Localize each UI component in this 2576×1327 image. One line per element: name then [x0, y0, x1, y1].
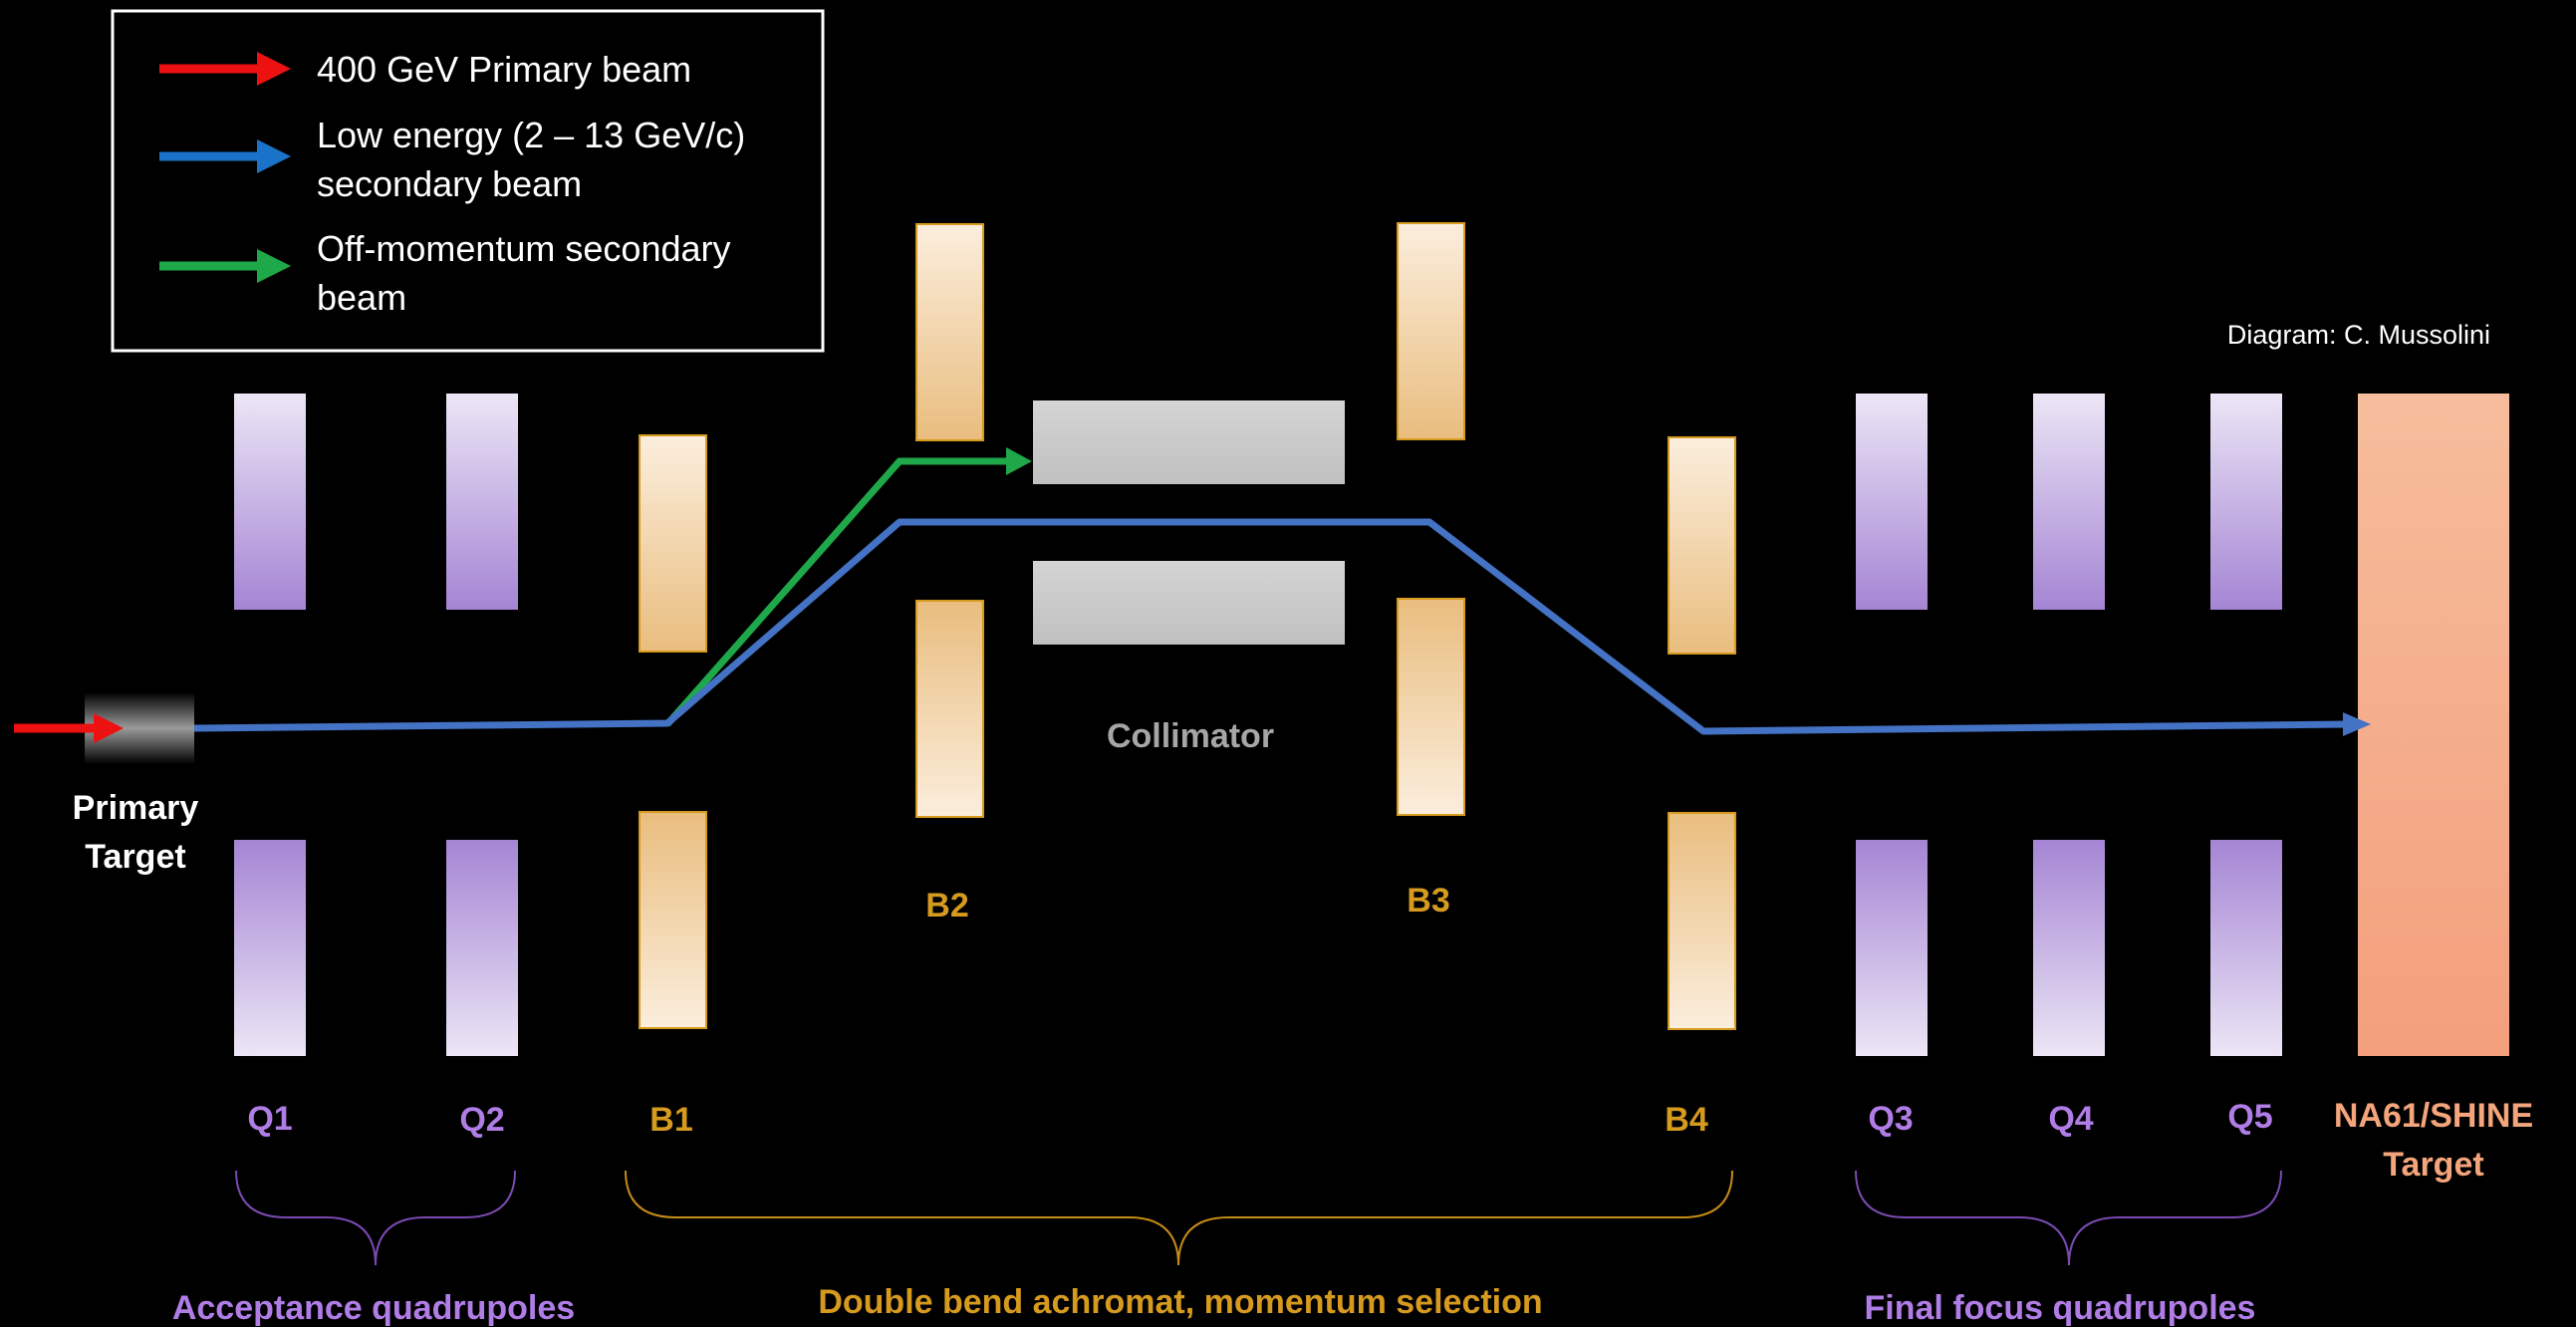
na61-target-label-line2: Target: [2383, 1146, 2483, 1184]
collimator: [1033, 400, 1345, 645]
b1-top-magnet: [639, 434, 707, 653]
b3-label: B3: [1407, 882, 1449, 920]
diagram-credit: Diagram: C. Mussolini: [2227, 320, 2490, 350]
legend-label-secondary-beam-line2: secondary beam: [317, 163, 582, 204]
b4-bottom-magnet: [1668, 812, 1736, 1030]
b2-bottom-magnet: [915, 600, 984, 818]
na61-target-label-line1: NA61/SHINE: [2334, 1097, 2533, 1135]
q1-bottom-magnet: [234, 840, 306, 1056]
q2-label: Q2: [459, 1101, 504, 1139]
legend-label-off-momentum-line2: beam: [317, 277, 406, 318]
primary-target-label-line1: Primary: [73, 789, 199, 827]
legend-item-secondary-beam: Low energy (2 – 13 GeV/c) secondary beam: [159, 115, 745, 204]
q3-label: Q3: [1868, 1100, 1913, 1138]
b1-label: B1: [649, 1101, 692, 1139]
green-arrowhead-icon: [257, 249, 291, 283]
q4-label: Q4: [2048, 1100, 2093, 1138]
primary-target-label-line2: Target: [85, 838, 185, 876]
b1-bottom-magnet: [639, 811, 707, 1029]
off-momentum-beam-path: [664, 457, 1006, 727]
legend-item-off-momentum-beam: Off-momentum secondary beam: [159, 228, 731, 318]
q1-top-magnet: [234, 394, 306, 610]
b4-label: B4: [1665, 1101, 1708, 1139]
b3-top-magnet: [1397, 222, 1465, 440]
b4-top-magnet: [1668, 436, 1736, 655]
q5-top-magnet: [2210, 394, 2282, 610]
q4-top-magnet: [2033, 394, 2105, 610]
b2-top-magnet: [915, 223, 984, 441]
acceptance-quadrupoles-label: Acceptance quadrupoles: [172, 1289, 575, 1327]
q2-bottom-magnet: [446, 840, 518, 1056]
beam-paths: [14, 447, 2371, 743]
double-bend-label: Double bend achromat, momentum selection: [818, 1283, 1542, 1321]
q3-bottom-magnet: [1856, 840, 1928, 1056]
acceptance-brace: [235, 1170, 516, 1266]
double-bend-brace: [625, 1170, 1733, 1266]
q5-label: Q5: [2227, 1098, 2272, 1136]
final-focus-brace: [1855, 1170, 2282, 1266]
secondary-beam-arrowhead-icon: [2343, 712, 2371, 736]
q2-top-magnet: [446, 394, 518, 610]
na61-shine-target-block: [2358, 394, 2509, 1056]
q5-bottom-magnet: [2210, 840, 2282, 1056]
q3-top-magnet: [1856, 394, 1928, 610]
red-arrowhead-icon: [257, 52, 291, 86]
collimator-label: Collimator: [1107, 717, 1274, 755]
collimator-top-jaw: [1033, 400, 1345, 484]
b3-bottom-magnet: [1397, 598, 1465, 816]
legend-label-off-momentum-line1: Off-momentum secondary: [317, 228, 731, 269]
primary-beam-arrowhead-icon: [94, 713, 124, 743]
legend-item-primary-beam: 400 GeV Primary beam: [159, 49, 691, 90]
quadrupole-magnets: [234, 394, 2282, 1056]
legend-label-primary-beam: 400 GeV Primary beam: [317, 49, 691, 90]
legend: 400 GeV Primary beam Low energy (2 – 13 …: [111, 9, 825, 353]
b2-label: B2: [925, 887, 968, 925]
q1-label: Q1: [247, 1100, 292, 1138]
secondary-beam-path: [193, 518, 2347, 735]
blue-arrowhead-icon: [257, 139, 291, 173]
q4-bottom-magnet: [2033, 840, 2105, 1056]
final-focus-quadrupoles-label: Final focus quadrupoles: [1865, 1289, 2256, 1327]
bending-magnets: [639, 222, 1736, 1030]
legend-label-secondary-beam-line1: Low energy (2 – 13 GeV/c): [317, 115, 745, 155]
off-momentum-arrowhead-icon: [1006, 447, 1032, 475]
collimator-bottom-jaw: [1033, 561, 1345, 645]
